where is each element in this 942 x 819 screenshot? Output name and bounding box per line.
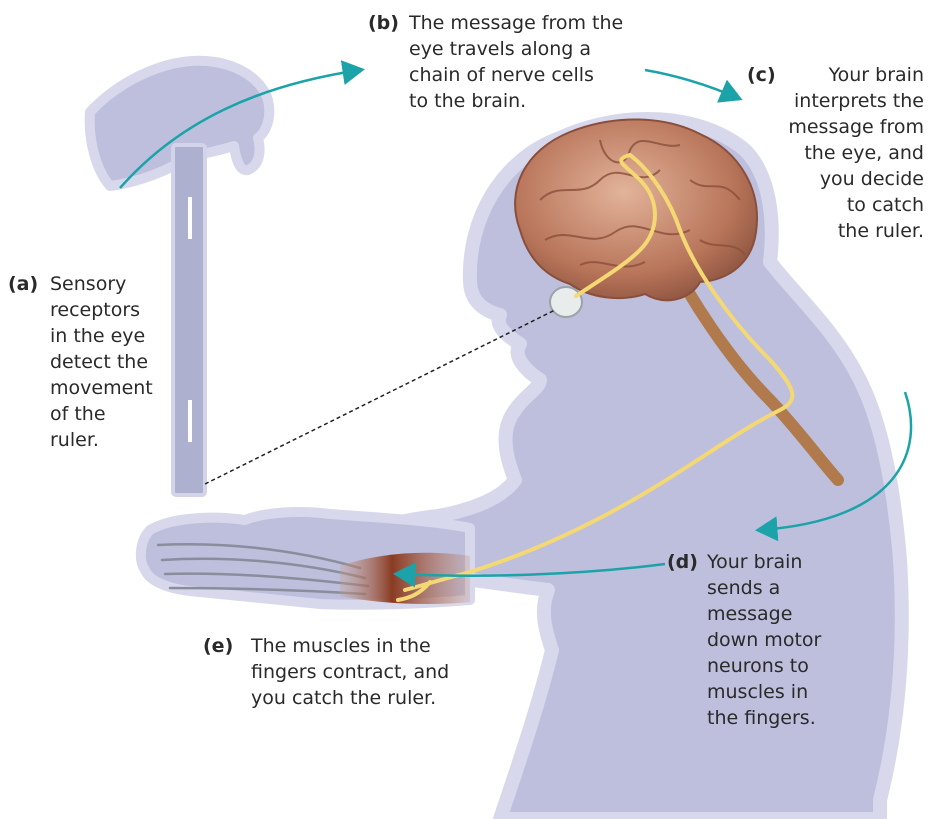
caption-a-text: Sensory receptors in the eye detect the … xyxy=(50,271,183,453)
caption-b-text: The message from the eye travels along a… xyxy=(409,10,668,114)
eye xyxy=(550,287,582,317)
caption-b: (b) The message from the eye travels alo… xyxy=(368,10,668,114)
ruler-mark-bottom xyxy=(188,400,192,442)
caption-d: (d) Your brain sends a message down moto… xyxy=(667,549,877,731)
caption-a: (a) Sensory receptors in the eye detect … xyxy=(8,271,183,453)
brain xyxy=(515,119,757,300)
caption-d-text: Your brain sends a message down motor ne… xyxy=(707,549,877,731)
caption-b-letter: (b) xyxy=(368,10,399,36)
caption-e-letter: (e) xyxy=(203,633,233,659)
caption-d-letter: (d) xyxy=(667,549,698,575)
caption-c: (c) Your brain interprets the message fr… xyxy=(747,62,937,244)
caption-c-text: Your brain interprets the message from t… xyxy=(787,62,924,244)
caption-e-text: The muscles in the fingers contract, and… xyxy=(251,633,503,711)
caption-e: (e) The muscles in the fingers contract,… xyxy=(203,633,503,711)
caption-c-letter: (c) xyxy=(747,62,776,88)
ruler-mark-top xyxy=(188,197,192,239)
caption-a-letter: (a) xyxy=(8,271,38,297)
